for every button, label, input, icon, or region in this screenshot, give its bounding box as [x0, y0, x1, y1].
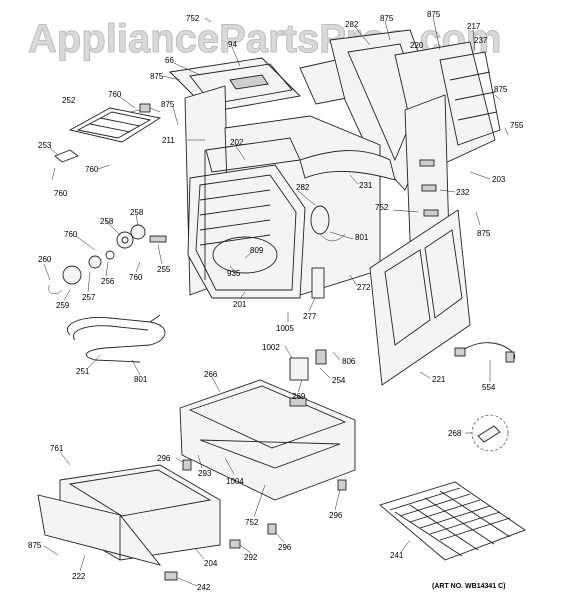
element-terminal: [54, 149, 79, 163]
leveling-legs: [164, 459, 347, 581]
callout-259: 259: [56, 301, 70, 310]
callout-760-knob: 760: [64, 230, 78, 239]
callout-875-left: 875: [161, 100, 175, 109]
center-bracket: [289, 349, 327, 381]
callout-760-left: 760: [54, 189, 68, 198]
callout-255: 255: [157, 265, 171, 274]
callout-241: 241: [390, 551, 404, 560]
callout-282-top: 282: [345, 20, 359, 29]
watermark: AppliancePartsPros.com: [28, 17, 502, 61]
callout-222: 222: [72, 572, 86, 581]
callout-252: 252: [62, 96, 76, 105]
vent-duct: [299, 150, 396, 181]
callout-269: 269: [292, 392, 306, 401]
callout-801-light: 801: [355, 233, 369, 242]
callout-760-broil: 760: [108, 90, 122, 99]
callout-1004: 1004: [226, 477, 244, 486]
callout-752-top: 752: [186, 14, 200, 23]
bake-element: [67, 314, 166, 363]
anti-tip-detail: [471, 414, 509, 452]
oven-rack: [379, 481, 526, 561]
callout-752-mid: 752: [375, 203, 389, 212]
callout-237: 237: [474, 36, 488, 45]
oven-door: [369, 209, 471, 386]
storage-drawer: [37, 464, 221, 566]
callout-875-door: 875: [477, 229, 491, 238]
callout-231: 231: [359, 181, 373, 190]
callout-251: 251: [76, 367, 90, 376]
callout-755: 755: [510, 121, 524, 130]
callout-254: 254: [332, 376, 346, 385]
callout-935: 935: [227, 269, 241, 278]
callout-203: 203: [492, 175, 506, 184]
callout-801-bake: 801: [134, 375, 148, 384]
callout-554: 554: [482, 383, 496, 392]
callout-258-left: 258: [100, 217, 114, 226]
callout-260: 260: [38, 255, 52, 264]
lower-base-frame: [179, 379, 356, 501]
callout-221: 221: [432, 375, 446, 384]
callout-94: 94: [228, 40, 237, 49]
callout-875-top-right: 875: [427, 10, 441, 19]
callout-201: 201: [233, 300, 247, 309]
callout-211: 211: [162, 136, 175, 145]
callout-220: 220: [410, 41, 424, 50]
callout-labels: 752 94 66 875 282 875 875 217 237 220 25…: [28, 10, 524, 592]
callout-242: 242: [197, 583, 211, 592]
callout-258-right: 258: [130, 208, 144, 217]
callout-253: 253: [38, 141, 52, 150]
hinge-bracket: [311, 267, 325, 299]
callout-875-top-center: 875: [380, 14, 394, 23]
callout-296-right: 296: [329, 511, 343, 520]
callout-272: 272: [357, 283, 371, 292]
callout-296-left: 296: [157, 454, 171, 463]
callout-875-right: 875: [494, 85, 508, 94]
callout-293: 293: [198, 469, 212, 478]
callout-809: 809: [250, 246, 264, 255]
callout-760-base: 760: [129, 273, 143, 282]
callout-266: 266: [204, 370, 218, 379]
callout-257: 257: [82, 293, 96, 302]
callout-292: 292: [244, 553, 258, 562]
power-cord: [454, 342, 516, 363]
callout-752-bottom: 752: [245, 518, 259, 527]
thermostat-knob-parts: [48, 224, 167, 295]
callout-268: 268: [448, 429, 462, 438]
callout-761: 761: [50, 444, 64, 453]
leader-lines: [43, 16, 509, 587]
callout-232: 232: [456, 188, 470, 197]
callout-217: 217: [467, 22, 481, 31]
callout-875-top-left: 875: [150, 72, 164, 81]
callout-296-bottom: 296: [278, 543, 292, 552]
callout-760-mid: 760: [85, 165, 99, 174]
callout-806: 806: [342, 357, 356, 366]
callout-1002: 1002: [262, 343, 280, 352]
callout-875-bottom: 875: [28, 541, 42, 550]
callout-256: 256: [101, 277, 115, 286]
callout-66: 66: [165, 56, 174, 65]
art-number: (ART NO. WB14341 C): [432, 583, 506, 590]
oven-light-socket: [310, 205, 346, 242]
callout-1005: 1005: [276, 324, 294, 333]
callout-282-mid: 282: [296, 183, 310, 192]
callout-277: 277: [303, 312, 317, 321]
callout-204: 204: [204, 559, 218, 568]
callout-202: 202: [230, 138, 244, 147]
broil-element: [68, 103, 162, 143]
